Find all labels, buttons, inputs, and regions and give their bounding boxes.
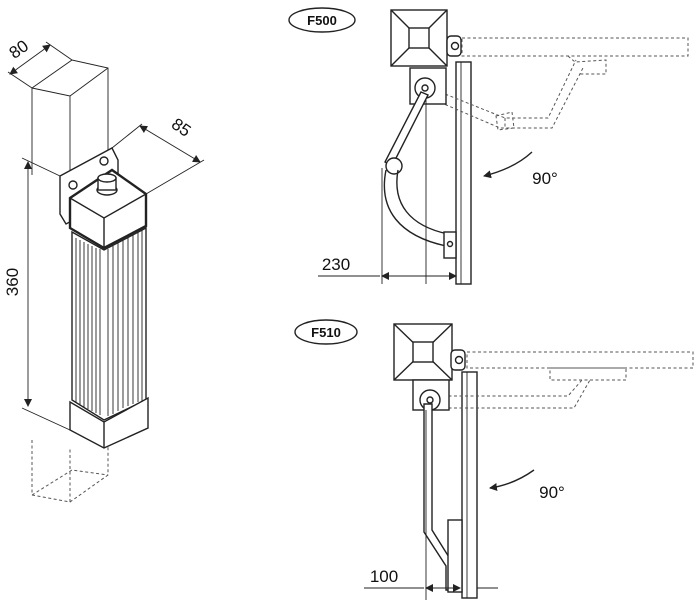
height-dimension: 360 xyxy=(3,157,71,431)
f500-rotation-indicator: 90° xyxy=(483,151,558,188)
f500-gate-leaf-closed xyxy=(455,61,472,285)
height-label: 360 xyxy=(3,268,22,296)
depth-label: 80 xyxy=(6,36,32,62)
f500-offset-label: 230 xyxy=(322,255,350,274)
f500-gate-leaf-open xyxy=(429,37,689,131)
f510-gate-leaf-closed xyxy=(461,371,478,599)
f500-model-label: F500 xyxy=(307,13,337,28)
f510-model-label: F510 xyxy=(311,325,341,340)
f510-rotation-indicator: 90° xyxy=(489,469,565,502)
f510-badge: F510 xyxy=(294,319,358,345)
f510-offset-label: 100 xyxy=(370,567,398,586)
f510-angle-label: 90° xyxy=(539,483,565,502)
motor-body xyxy=(71,226,147,421)
f510-pillar-cap xyxy=(393,323,453,381)
f500-installation: F500 xyxy=(288,7,689,285)
f510-installation: F510 xyxy=(294,319,694,600)
f510-hinge xyxy=(450,349,466,371)
f500-angle-label: 90° xyxy=(532,169,558,188)
f500-pillar-cap xyxy=(390,9,448,67)
f510-gate-leaf-open xyxy=(432,351,694,409)
width-label: 85 xyxy=(168,114,194,140)
f500-articulated-arm xyxy=(383,91,457,259)
depth-dimension: 80 xyxy=(6,36,73,89)
f510-straight-arm xyxy=(423,403,463,593)
f500-offset-dimension: 230 xyxy=(318,100,457,284)
motor-assembly: 80 85 360 xyxy=(3,36,205,503)
f510-offset-dimension: 100 xyxy=(364,410,498,600)
f500-badge: F500 xyxy=(288,7,356,33)
f500-motor-block xyxy=(409,67,447,105)
f500-hinge xyxy=(446,35,462,57)
motor-top-cap xyxy=(68,168,148,250)
gate-post xyxy=(31,59,109,503)
